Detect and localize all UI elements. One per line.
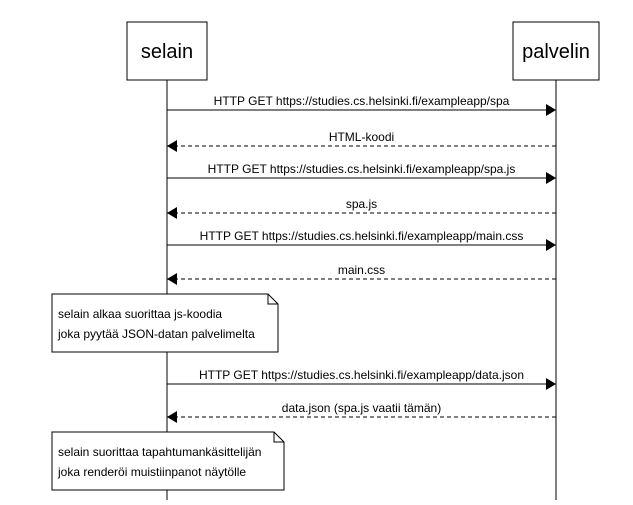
note-9: selain suorittaa tapahtumankäsittelijän j… [51,431,285,491]
message-label: spa.js [346,197,377,211]
message-8: data.json (spa.js vaatii tämän) [167,401,556,423]
note-line: selain alkaa suorittaa js-koodia [58,307,222,321]
message-2: HTTP GET https://studies.cs.helsinki.fi/… [167,162,556,184]
message-label: HTTP GET https://studies.cs.helsinki.fi/… [208,162,516,176]
note-line: selain suorittaa tapahtumankäsittelijän [58,445,261,459]
message-label: data.json (spa.js vaatii tämän) [282,401,441,415]
note-line: joka renderöi muistiinpanot näytölle [57,465,246,479]
participant-label: selain [141,41,193,63]
message-label: HTTP GET https://studies.cs.helsinki.fi/… [200,229,524,243]
message-label: HTTP GET https://studies.cs.helsinki.fi/… [214,94,510,108]
note-fold [267,294,278,305]
message-1: HTML-koodi [167,130,556,152]
message-label: main.css [338,263,385,277]
participant-palvelin: palvelin [512,21,600,81]
participant-selain: selain [126,21,208,81]
note-6: selain alkaa suorittaa js-koodia joka pyy… [51,293,279,353]
note-box [51,431,285,491]
participant-label: palvelin [522,41,590,63]
message-label: HTTP GET https://studies.cs.helsinki.fi/… [199,368,524,382]
message-5: main.css [167,263,556,285]
message-3: spa.js [167,197,556,219]
participant-box [126,21,208,81]
note-line: joka pyytää JSON-datan palvelimelta [57,327,255,341]
message-7: HTTP GET https://studies.cs.helsinki.fi/… [167,368,556,390]
participant-box [512,21,600,81]
message-4: HTTP GET https://studies.cs.helsinki.fi/… [167,229,556,251]
note-fold [273,432,284,443]
message-label: HTML-koodi [329,130,394,144]
note-box [51,293,279,353]
message-0: HTTP GET https://studies.cs.helsinki.fi/… [167,94,556,116]
